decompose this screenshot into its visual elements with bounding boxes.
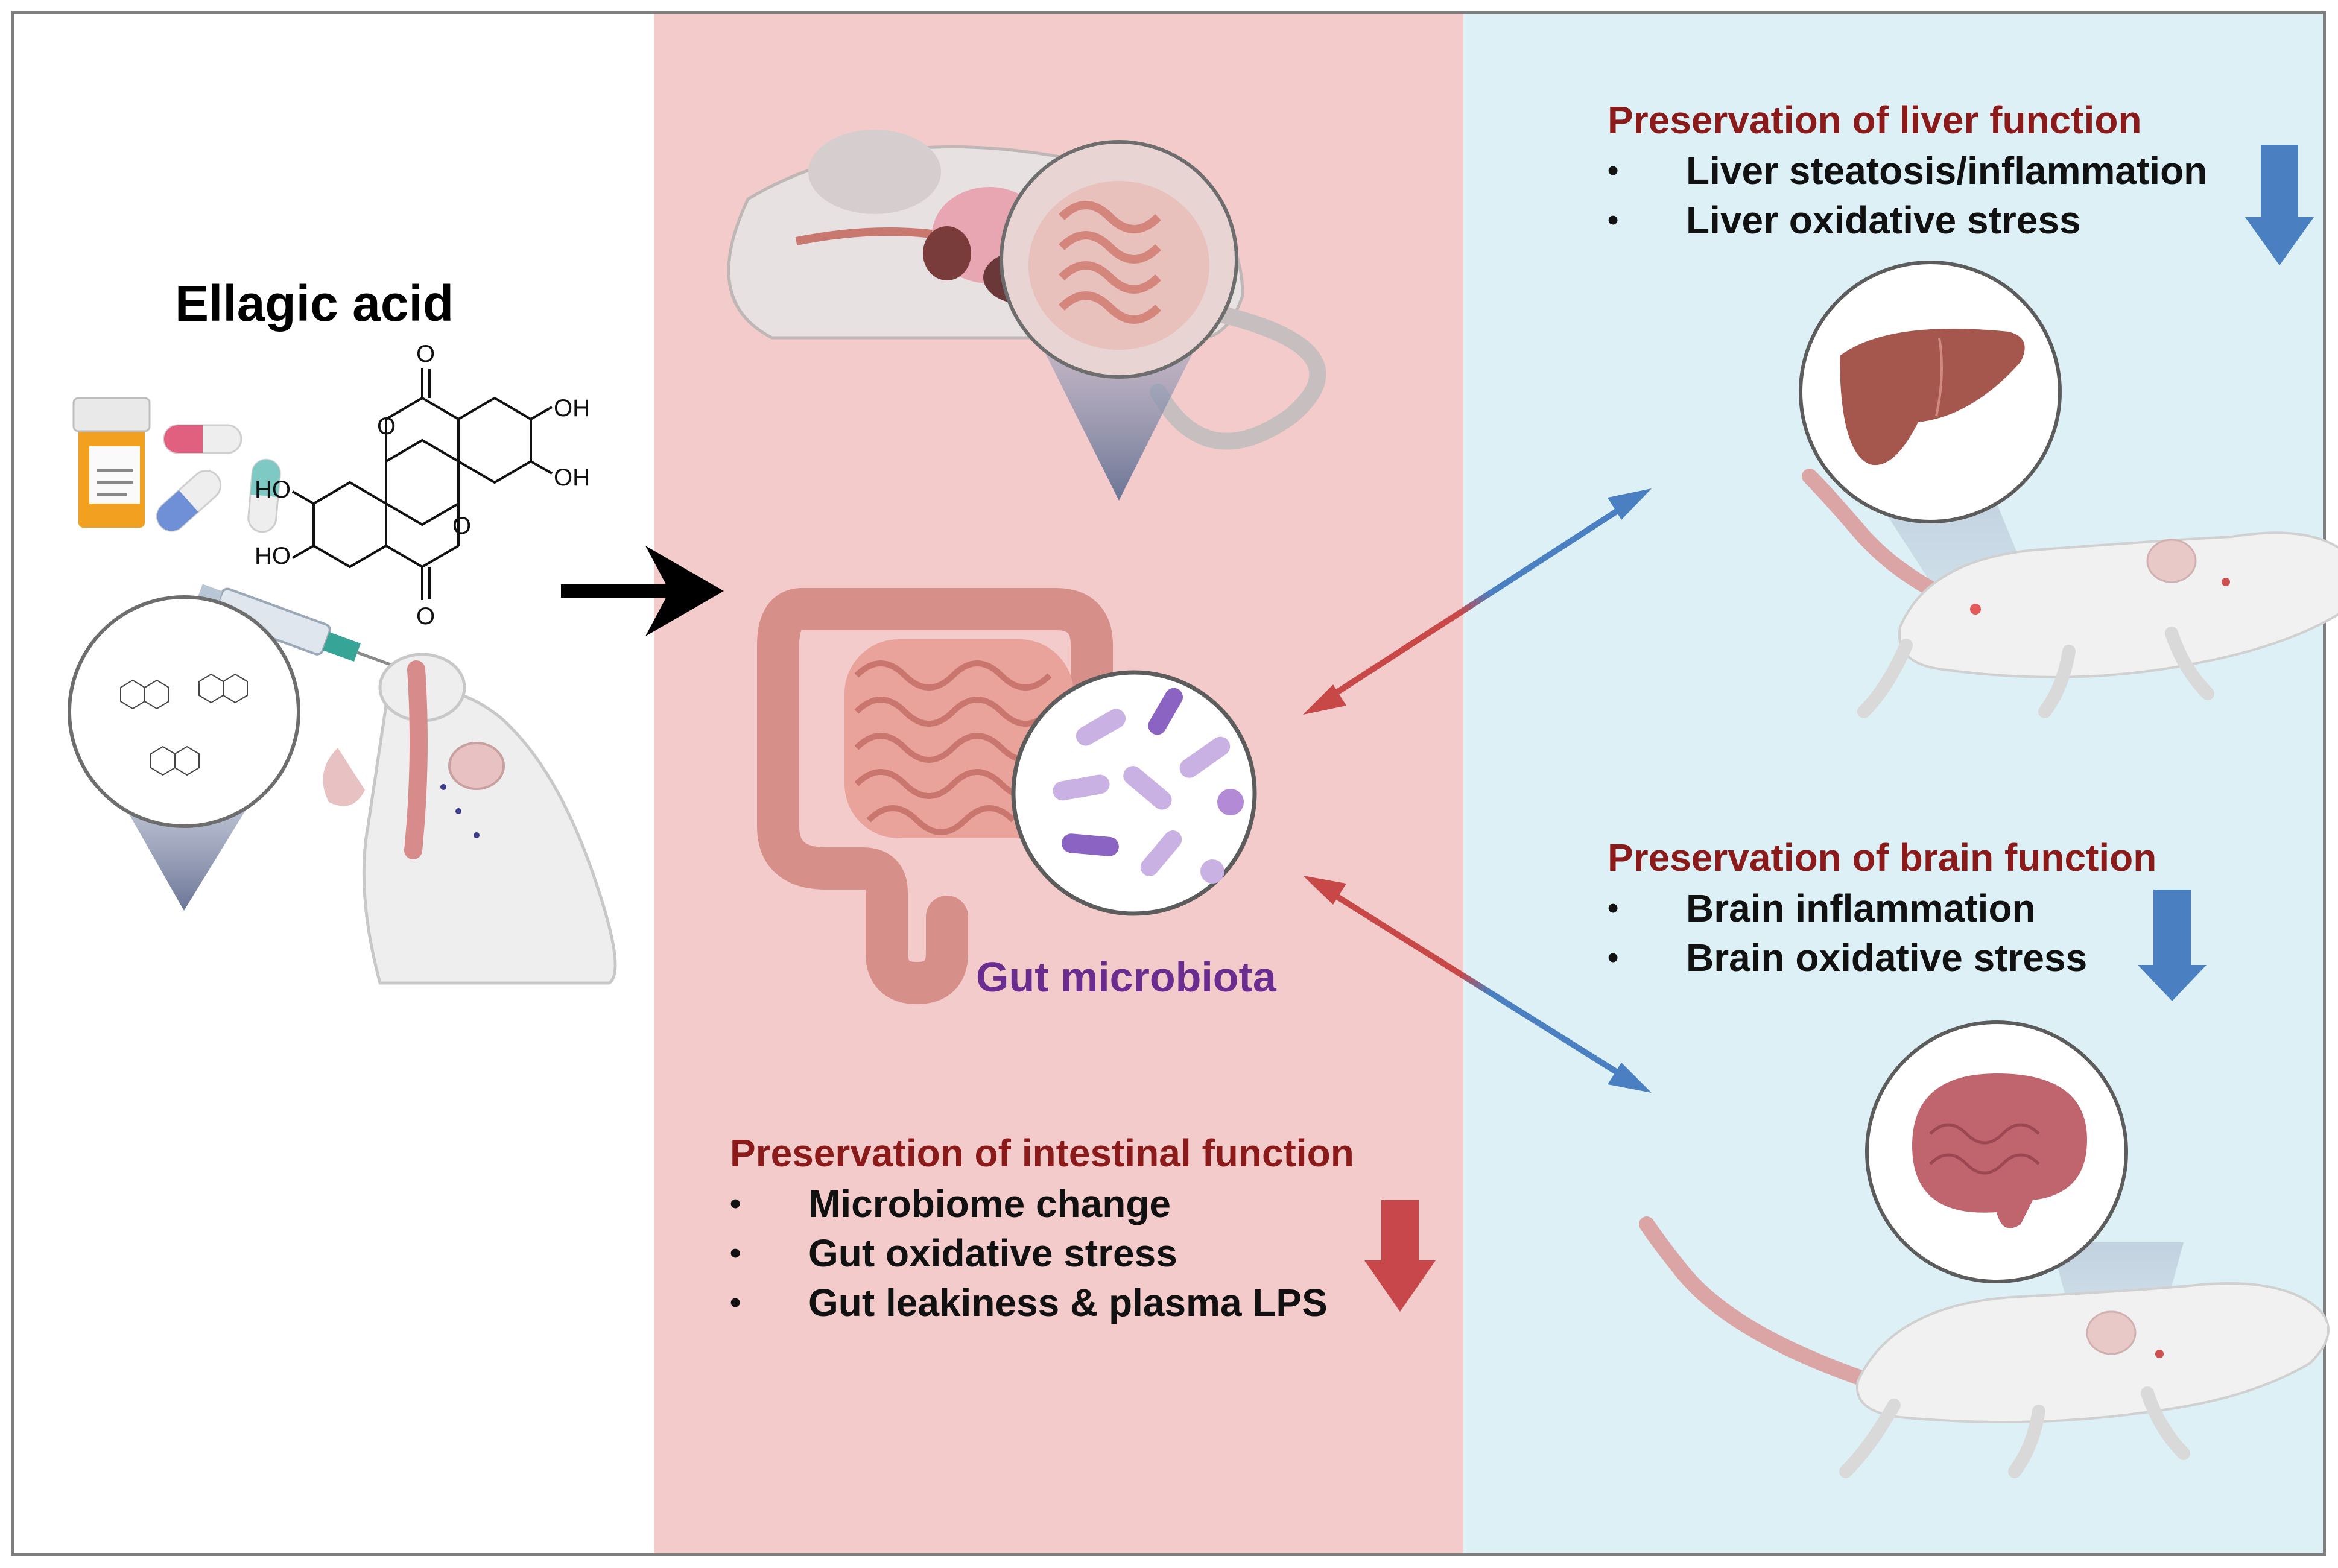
liver-icon xyxy=(1840,329,2025,466)
gut-liver-arrow xyxy=(1303,488,1652,715)
pill-bottle-icon xyxy=(72,397,151,528)
ellagic-acid-structure xyxy=(292,368,553,600)
rat-icon-brain xyxy=(1639,1216,2330,1478)
flow-arrow xyxy=(561,546,724,636)
label-oh-2: OH xyxy=(554,464,590,491)
label-o-top: O xyxy=(416,341,435,367)
liver-magnifier xyxy=(1799,261,2063,675)
structure-labels: O O O O OH OH HO HO xyxy=(255,341,590,630)
label-ho-1: HO xyxy=(255,476,291,503)
brain-down-arrow-icon xyxy=(2138,890,2207,1001)
list-item: Gut leakiness & plasma LPS xyxy=(730,1278,1328,1327)
liver-list: Liver steatosis/inflammation Liver oxida… xyxy=(1608,146,2207,245)
brain-heading: Preservation of brain function xyxy=(1608,836,2157,879)
brain-list: Brain inflammation Brain oxidative stres… xyxy=(1608,884,2087,982)
liver-down-arrow-icon xyxy=(2245,145,2314,265)
label-o-ring-bottom: O xyxy=(452,513,471,539)
list-item: Brain oxidative stress xyxy=(1608,933,2087,982)
mouse-icon xyxy=(323,653,617,985)
label-oh-1: OH xyxy=(554,395,590,422)
label-o-ring-top: O xyxy=(377,413,396,440)
rat-icon xyxy=(1802,469,2338,718)
liver-heading: Preservation of liver function xyxy=(1608,98,2142,142)
compound-title: Ellagic acid xyxy=(175,275,454,332)
gut-brain-arrow xyxy=(1303,876,1652,1093)
down-arrow-icon xyxy=(1364,1200,1436,1312)
label-o-bottom: O xyxy=(416,603,435,630)
intestinal-list: Microbiome change Gut oxidative stress G… xyxy=(730,1179,1328,1327)
list-item: Brain inflammation xyxy=(1608,884,2087,933)
bacteria-icon xyxy=(1011,670,1257,916)
label-ho-2: HO xyxy=(255,543,291,569)
molecule-magnifier xyxy=(68,595,300,911)
intestinal-heading: Preservation of intestinal function xyxy=(730,1131,1354,1175)
capsule-icon xyxy=(156,424,281,533)
list-item: Liver steatosis/inflammation xyxy=(1608,146,2207,195)
list-item: Microbiome change xyxy=(730,1179,1328,1228)
figure-frame xyxy=(11,11,2326,1556)
gut-microbiota-label: Gut microbiota xyxy=(976,953,1276,1001)
list-item: Liver oxidative stress xyxy=(1608,195,2207,245)
list-item: Gut oxidative stress xyxy=(730,1228,1328,1278)
brain-icon xyxy=(1912,1073,2087,1228)
mouse-magnifier xyxy=(1000,140,1238,501)
